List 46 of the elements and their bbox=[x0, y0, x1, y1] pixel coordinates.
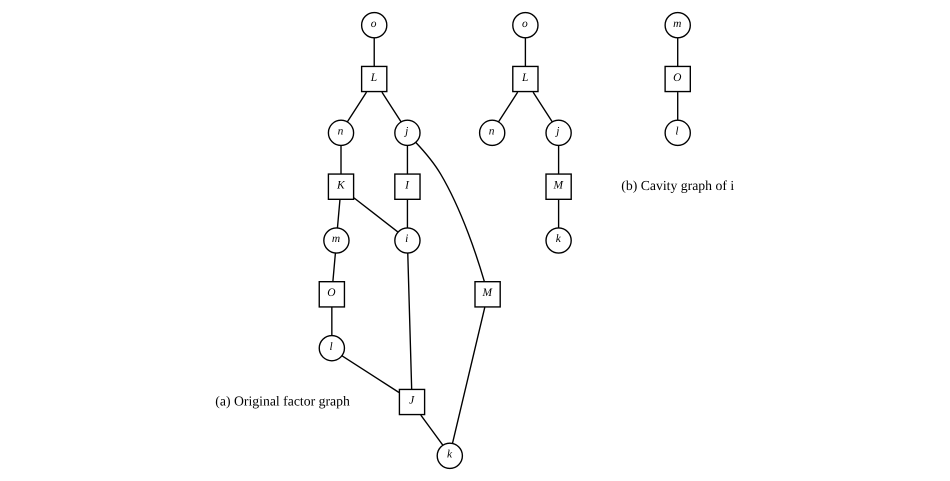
connector bbox=[532, 92, 553, 122]
connector bbox=[406, 146, 408, 174]
node-box: L bbox=[512, 66, 539, 92]
connector bbox=[415, 142, 485, 282]
node-circle: m bbox=[664, 12, 691, 38]
label: (b) Cavity graph of i bbox=[621, 178, 734, 194]
node-box: M bbox=[545, 173, 572, 200]
node-circle: o bbox=[512, 12, 539, 38]
node-circle: k bbox=[436, 442, 464, 470]
node-circle: j bbox=[545, 120, 572, 146]
node-circle: i bbox=[394, 227, 421, 254]
connector bbox=[374, 38, 375, 66]
connector bbox=[331, 307, 333, 336]
connector bbox=[524, 38, 526, 66]
connector bbox=[558, 146, 560, 174]
connector bbox=[381, 92, 402, 122]
node-box: L bbox=[360, 66, 388, 92]
label: (a) Original factor graph bbox=[215, 394, 350, 409]
node-circle: k bbox=[545, 227, 572, 254]
node-circle: m bbox=[323, 227, 350, 254]
connector bbox=[452, 307, 486, 444]
connector bbox=[498, 92, 518, 122]
connector bbox=[353, 197, 398, 232]
connector bbox=[677, 38, 678, 66]
node-box: O bbox=[664, 66, 691, 92]
node-box: K bbox=[328, 173, 354, 200]
node-box: M bbox=[474, 281, 501, 308]
connector bbox=[340, 146, 342, 174]
node-box: I bbox=[394, 173, 421, 200]
connector bbox=[558, 200, 560, 228]
connector bbox=[407, 253, 412, 390]
node-circle: j bbox=[394, 120, 421, 146]
connector bbox=[420, 414, 444, 446]
node-circle: n bbox=[328, 120, 354, 146]
node-circle: l bbox=[664, 120, 691, 146]
connector bbox=[346, 92, 368, 122]
node-box: J bbox=[398, 388, 426, 416]
connector bbox=[336, 200, 341, 228]
node-circle: l bbox=[318, 334, 346, 362]
connector bbox=[677, 92, 678, 120]
connector bbox=[342, 355, 400, 394]
node-box: O bbox=[318, 281, 346, 308]
connector bbox=[406, 200, 408, 228]
node-circle: o bbox=[360, 12, 388, 38]
node-circle: n bbox=[478, 120, 506, 146]
connector bbox=[332, 253, 336, 282]
